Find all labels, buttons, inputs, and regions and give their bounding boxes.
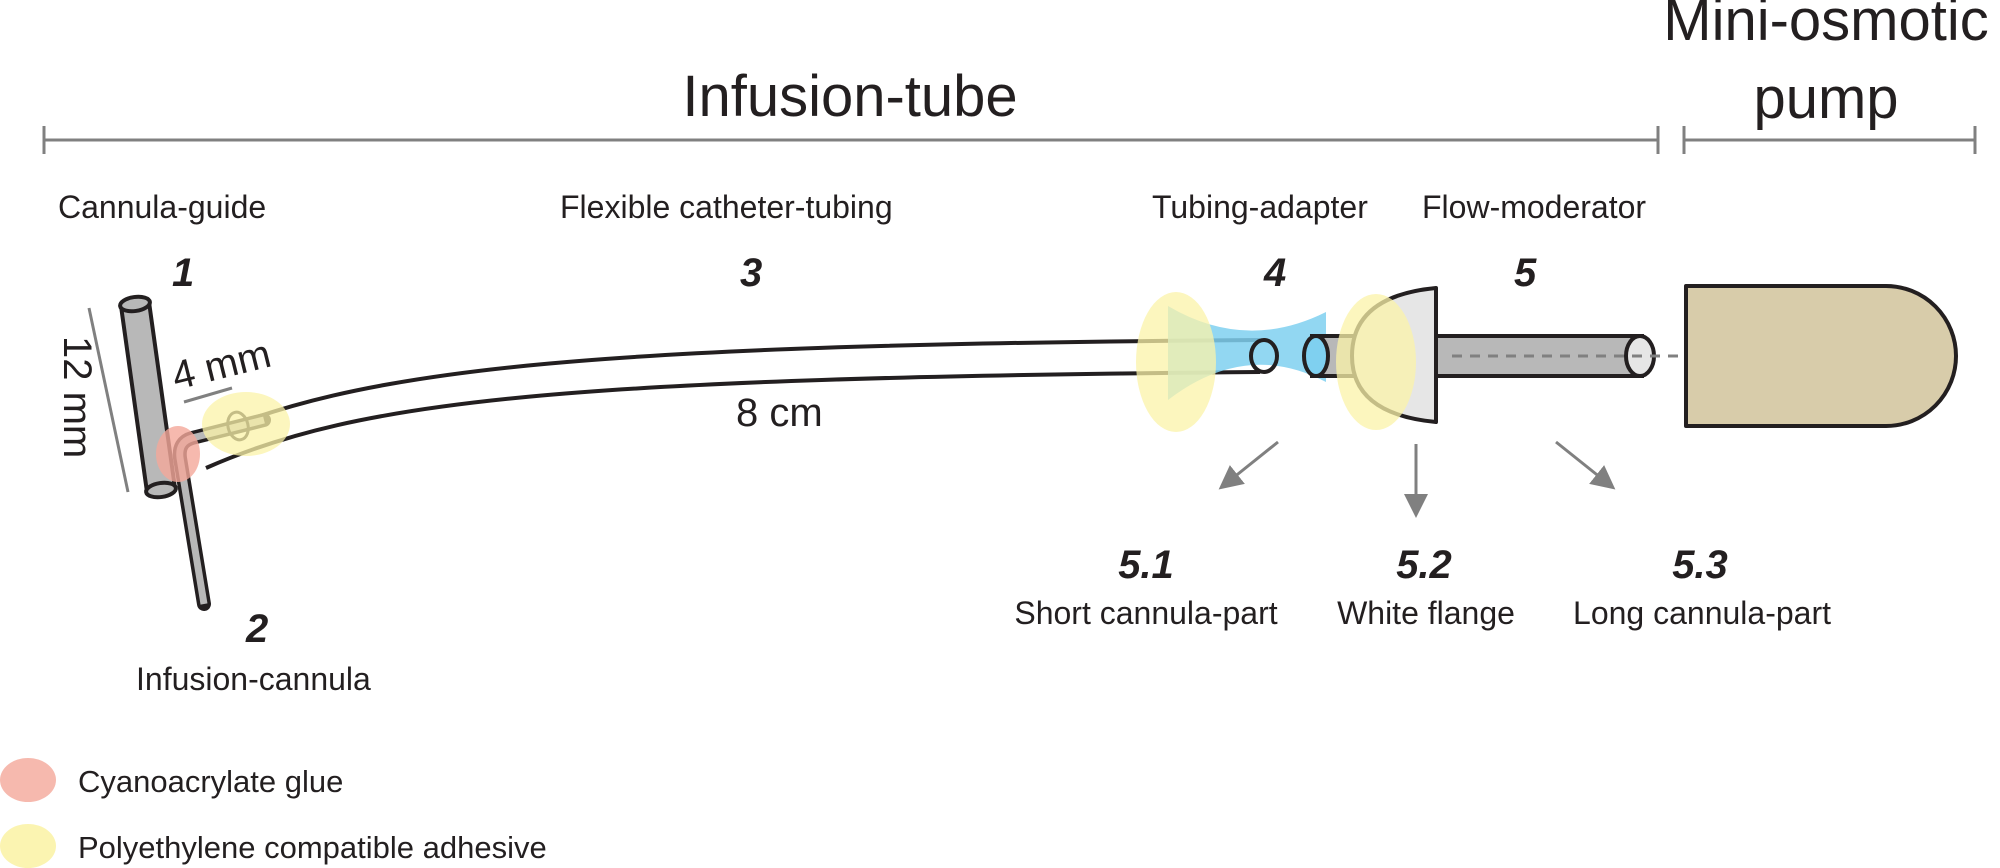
infusion-tube-title: Infusion-tube: [682, 64, 1017, 129]
cannula-protrusion-dimension-line: [183, 386, 233, 404]
mini-osmotic-pump: [1684, 284, 1958, 428]
legend: Cyanoacrylate glue Polyethylene compatib…: [0, 758, 547, 868]
legend-polyethylene-adhesive-swatch: [0, 824, 56, 868]
component-number-5: 5: [1514, 251, 1537, 295]
cannula-protrusion-dimension-label: 4 mm: [168, 332, 276, 399]
tubing-adapter-label: Tubing-adapter: [1152, 189, 1368, 225]
mini-osmotic-pump-title-line1: Mini-osmotic: [1663, 0, 1989, 53]
legend-cyanoacrylate-swatch: [0, 758, 56, 802]
flow-moderator-label: Flow-moderator: [1422, 189, 1646, 225]
infusion-cannula-label: Infusion-cannula: [136, 661, 371, 697]
component-number-3: 3: [740, 251, 762, 295]
flexible-catheter-tubing: [195, 338, 1261, 470]
adhesive-spot-adapter-right: [1336, 294, 1416, 430]
long-cannula-part-label: Long cannula-part: [1573, 595, 1831, 631]
legend-cyanoacrylate-label: Cyanoacrylate glue: [78, 764, 343, 799]
component-number-2: 2: [245, 607, 268, 651]
tubing-length-dimension-label: 8 cm: [736, 391, 823, 435]
infusion-tube-bracket: [42, 126, 1660, 154]
callout-arrow-5-1: [1218, 440, 1279, 490]
component-number-4: 4: [1263, 251, 1286, 295]
cyanoacrylate-glue-spot: [156, 426, 200, 482]
short-cannula-part-label: Short cannula-part: [1014, 595, 1277, 631]
component-number-1: 1: [172, 251, 194, 295]
adapter-opening: [1249, 338, 1279, 374]
component-number-5-2: 5.2: [1396, 543, 1452, 587]
legend-polyethylene-adhesive-label: Polyethylene compatible adhesive: [78, 830, 547, 865]
adhesive-spot-cannula: [202, 392, 290, 456]
component-number-5-3: 5.3: [1672, 543, 1728, 587]
guide-length-dimension-line: [87, 307, 130, 493]
callout-arrow-5-3: [1555, 440, 1616, 490]
flexible-catheter-tubing-label: Flexible catheter-tubing: [560, 189, 893, 225]
component-number-5-1: 5.1: [1118, 543, 1174, 587]
white-flange-label: White flange: [1337, 595, 1515, 631]
cannula-guide-label: Cannula-guide: [58, 189, 266, 225]
mini-osmotic-pump-title-line2: pump: [1753, 66, 1898, 131]
mini-osmotic-pump-bracket: [1682, 126, 1977, 154]
adhesive-spot-adapter-left: [1136, 292, 1216, 432]
guide-length-dimension-label: 12 mm: [55, 336, 99, 458]
